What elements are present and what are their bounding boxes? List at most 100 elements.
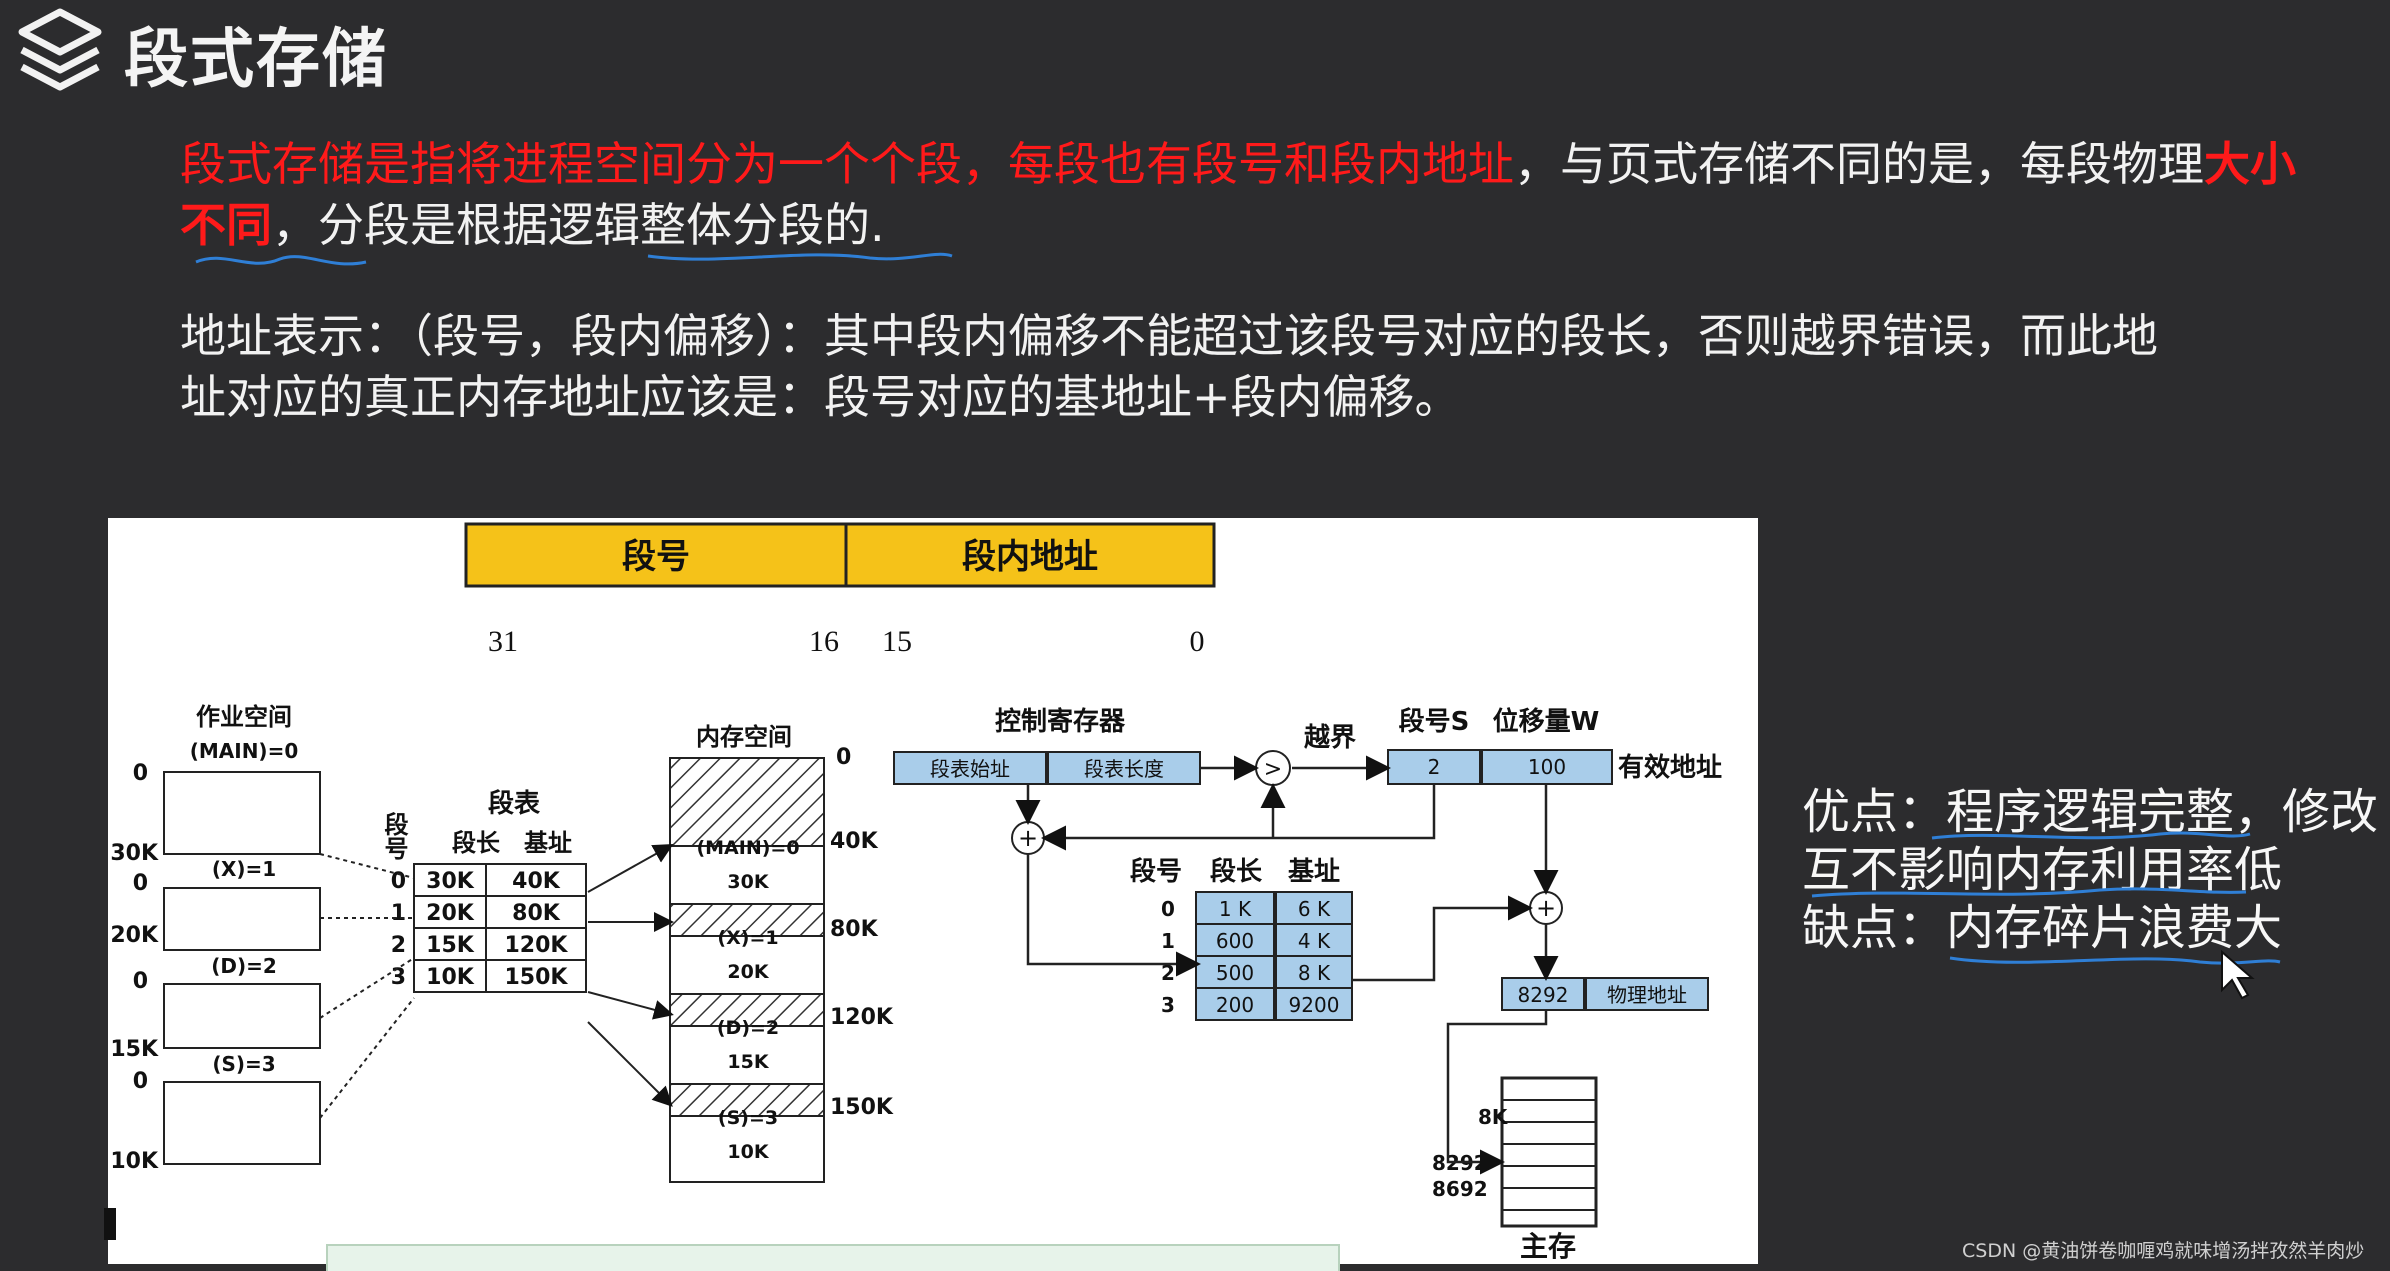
bit-label-31: 31 bbox=[488, 625, 518, 658]
main-memory-label: 主存 bbox=[1520, 1230, 1576, 1263]
pros-line-2: 互不影响内存利用率低 bbox=[1802, 842, 2283, 898]
seg-table-base: 80K bbox=[512, 901, 561, 926]
table2-len: 500 bbox=[1216, 961, 1254, 985]
mem-addr-80k: 80K bbox=[830, 917, 879, 942]
main-memory-box bbox=[1500, 1076, 1598, 1228]
table2-num: 0 bbox=[1161, 897, 1175, 921]
table2-header-len: 段长 bbox=[1210, 856, 1263, 887]
table2-base: 9200 bbox=[1289, 993, 1340, 1017]
offset-w-label: 位移量W bbox=[1493, 706, 1600, 737]
corner-marker bbox=[104, 1208, 116, 1240]
mem-seg-size-0: 30K bbox=[727, 871, 769, 893]
mem-seg-label-0: (MAIN)=0 bbox=[696, 837, 799, 859]
seg-table-base: 40K bbox=[512, 869, 561, 894]
definition-text: ，与页式存储不同的是，每段物理 bbox=[1514, 137, 2204, 191]
pros-text-tail: ，修改 bbox=[2234, 784, 2379, 840]
mem-addr-0: 0 bbox=[836, 745, 851, 770]
mem-seg-size-1: 20K bbox=[727, 961, 769, 983]
seg-table-num: 0 bbox=[391, 869, 406, 894]
seg-table-base: 150K bbox=[505, 965, 569, 990]
seg-table-cell-base bbox=[485, 927, 587, 961]
physical-label: 物理地址 bbox=[1607, 983, 1687, 1007]
seg-table-num: 3 bbox=[391, 965, 406, 990]
control-reg-length: 段表长度 bbox=[1084, 757, 1164, 781]
job-size-3: 10K bbox=[110, 1149, 159, 1174]
address-format-bar: 段号 段内地址 31 16 15 0 bbox=[464, 522, 1216, 658]
segment-s-label: 段号S bbox=[1399, 706, 1470, 737]
control-reg-start: 段表始址 bbox=[930, 757, 1010, 781]
seg-table-cell-base bbox=[485, 895, 587, 929]
table2-header-base: 基址 bbox=[1288, 857, 1340, 887]
pros-text: 程序逻辑完整 bbox=[1946, 784, 2235, 840]
size-differs-highlight: 大小不同 bbox=[180, 137, 2296, 252]
mouse-cursor-icon bbox=[2221, 949, 2255, 1000]
job-zero-2: 0 bbox=[133, 969, 148, 994]
table2-base: 4 K bbox=[1298, 929, 1331, 953]
mem-seg-label-3: (S)=3 bbox=[718, 1107, 778, 1129]
job-seg-label-2: (D)=2 bbox=[211, 954, 277, 978]
job-size-1: 20K bbox=[110, 923, 159, 948]
mem-seg-size-3: 10K bbox=[727, 1141, 769, 1163]
mem-addr-40k: 40K bbox=[830, 829, 879, 854]
valid-address-label: 有效地址 bbox=[1618, 752, 1722, 783]
job-size-2: 15K bbox=[110, 1037, 159, 1062]
format-segment-number: 段号 bbox=[622, 537, 690, 576]
address-paragraph: 地址表示：（段号，段内偏移）：其中段内偏移不能超过该段号对应的段长，否则越界错误… bbox=[180, 306, 2310, 428]
job-seg-label-0: (MAIN)=0 bbox=[190, 739, 299, 763]
overflow-label: 越界 bbox=[1304, 723, 1356, 753]
table2-cell-base bbox=[1275, 955, 1353, 989]
seg-table-header-len: 段长 bbox=[452, 829, 501, 857]
job-zero-1: 0 bbox=[133, 871, 148, 896]
logical-offset-value: 100 bbox=[1528, 755, 1566, 779]
mem-seg-label-1: (X)=1 bbox=[717, 927, 778, 949]
seg-table-num: 2 bbox=[391, 933, 406, 958]
pros-cons: 优点：程序逻辑完整，修改 互不影响内存利用率低 缺点：内存碎片浪费大 bbox=[1802, 783, 2378, 957]
table2-num: 1 bbox=[1161, 929, 1175, 953]
mem-seg-size-2: 15K bbox=[727, 1051, 769, 1073]
job-space-title: 作业空间 bbox=[196, 703, 292, 731]
svg-text:+: + bbox=[1536, 894, 1556, 922]
seg-table-cell-len bbox=[413, 927, 487, 961]
page-title: 段式存储 bbox=[124, 23, 388, 97]
bit-label-16: 16 bbox=[809, 625, 839, 658]
seg-table-len: 10K bbox=[426, 965, 475, 990]
job-seg-label-3: (S)=3 bbox=[212, 1052, 275, 1076]
table2-base: 8 K bbox=[1298, 961, 1331, 985]
table2-cell-base bbox=[1275, 987, 1353, 1021]
address-line-1: 地址表示：（段号，段内偏移）：其中段内偏移不能超过该段号对应的段长，否则越界错误… bbox=[180, 309, 2158, 363]
mem-addr-120k: 120K bbox=[830, 1005, 894, 1030]
seg-table-len: 30K bbox=[426, 869, 475, 894]
definition-text-end: ，分段是根据逻辑整体分段的. bbox=[272, 198, 885, 252]
bit-label-0: 0 bbox=[1190, 625, 1205, 658]
seg-table-cell-len bbox=[413, 959, 487, 993]
cons-line: 缺点：内存碎片浪费大 bbox=[1802, 899, 2378, 957]
bit-label-15: 15 bbox=[882, 625, 912, 658]
stack-layers-icon bbox=[14, 4, 106, 96]
table2-base: 6 K bbox=[1298, 897, 1331, 921]
pros-label: 优点： bbox=[1802, 784, 1947, 840]
table2-num: 3 bbox=[1161, 993, 1175, 1017]
csdn-watermark: CSDN @黄油饼卷咖喱鸡就味增汤拌孜然羊肉炒 bbox=[1962, 1240, 2365, 1262]
seg-table-num: 1 bbox=[391, 901, 406, 926]
definition-highlight: 段式存储是指将进程空间分为一个个段，每段也有段号和段内地址 bbox=[180, 137, 1514, 191]
bottom-strip bbox=[326, 1244, 1340, 1271]
memory-space-title: 内存空间 bbox=[696, 723, 792, 751]
address-translation: 控制寄存器 段表始址 段表长度 > 越界 段号S 位移量W 2 100 有效地址… bbox=[893, 706, 1722, 1263]
seg-number-label: 段号 bbox=[380, 811, 408, 861]
table2-len: 1 K bbox=[1219, 897, 1252, 921]
address-line-2: 址对应的真正内存地址应该是：段号对应的基地址+段内偏移。 bbox=[180, 370, 1461, 424]
seg-table-header-base: 基址 bbox=[524, 829, 572, 857]
job-to-table-lines bbox=[319, 853, 415, 1119]
compare-symbol: > bbox=[1264, 757, 1282, 782]
cons-label: 缺点： bbox=[1802, 900, 1947, 956]
mm-mark-8k: 8K bbox=[1478, 1105, 1509, 1129]
table2-header-num: 段号 bbox=[1130, 856, 1182, 887]
table2-cell-len bbox=[1195, 923, 1275, 957]
job-size-0: 30K bbox=[110, 841, 159, 866]
table2-cell-len bbox=[1195, 987, 1275, 1021]
seg-table-cell-base bbox=[485, 959, 587, 993]
job-zero-3: 0 bbox=[133, 1069, 148, 1094]
control-register-title: 控制寄存器 bbox=[995, 706, 1126, 737]
seg-table-len: 15K bbox=[426, 933, 475, 958]
